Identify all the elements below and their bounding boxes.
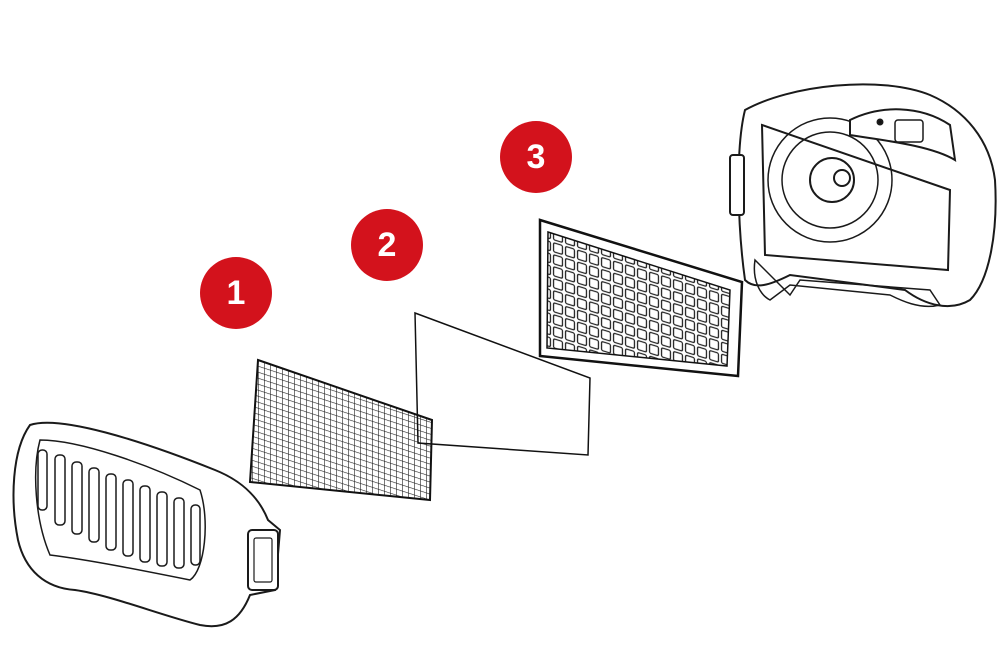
- cartridge-filter: [538, 218, 744, 378]
- step-number: 1: [226, 273, 246, 312]
- step-badge-3: 3: [500, 121, 572, 193]
- front-cover: [12, 421, 282, 628]
- step-number: 3: [526, 137, 546, 176]
- step-badge-1: 1: [200, 257, 272, 329]
- mesh-prefilter: [248, 358, 434, 502]
- step-badge-2: 2: [351, 209, 423, 281]
- main-housing: [729, 83, 997, 308]
- step-number: 2: [377, 225, 397, 264]
- filter-sheet: [414, 311, 591, 456]
